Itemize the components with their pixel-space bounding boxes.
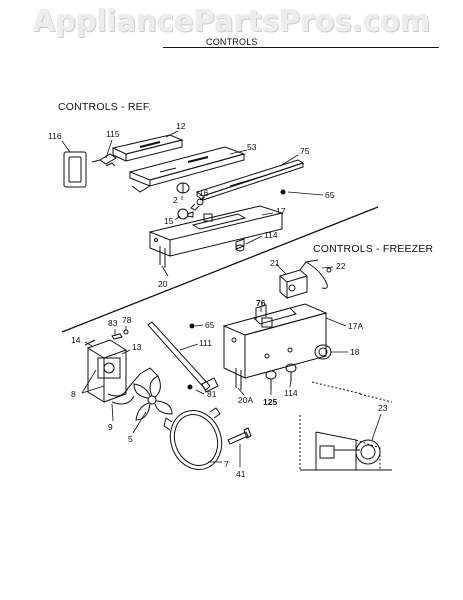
callout-18: 18 [350, 347, 360, 357]
callout-17: 17 [276, 206, 286, 216]
callout-labels: 116 115 12 53 75 65 2 16 15 17 114 20 21… [48, 121, 388, 479]
page-title: CONTROLS [206, 37, 258, 47]
part-5-fan-blade [133, 375, 173, 421]
callout-14: 14 [71, 335, 81, 345]
callout-114-freezer: 114 [284, 388, 298, 398]
part-14-motor-bracket [84, 339, 128, 403]
part-22-capillary-tube [305, 261, 332, 289]
callout-76: 76 [256, 298, 266, 308]
callout-125: 125 [263, 397, 277, 407]
callout-16: 16 [199, 188, 209, 198]
callout-9: 9 [108, 422, 113, 432]
part-75-damper-plate [195, 159, 305, 201]
part-17-control-housing [148, 205, 284, 268]
part-115-socket [91, 153, 117, 167]
header-rule [163, 47, 439, 48]
watermark-logo: AppliancePartsPros.com [32, 4, 431, 38]
part-65-screw-freezer [189, 323, 195, 329]
callout-115: 115 [106, 129, 120, 139]
section-divider-line [61, 206, 379, 333]
callout-2: 2 [173, 195, 178, 205]
callout-83: 83 [108, 318, 118, 328]
part-12-light-shield [111, 134, 184, 162]
part-116-gasket [63, 151, 87, 188]
part-81-screw [187, 384, 193, 390]
callout-20a: 20A [238, 395, 253, 405]
cabinet-inset-view [299, 381, 393, 471]
callout-53: 53 [247, 142, 257, 152]
callout-21: 21 [270, 258, 280, 268]
callout-81: 81 [207, 389, 217, 399]
part-83-clip [111, 333, 123, 340]
leader-lines [61, 130, 382, 467]
callout-22: 22 [336, 261, 346, 271]
callout-114-ref: 114 [264, 230, 278, 240]
callout-15: 15 [164, 216, 174, 226]
section-title-freezer: CONTROLS - FREEZER [313, 243, 434, 255]
part-114-knob-ref [235, 238, 245, 252]
callout-5: 5 [128, 434, 133, 444]
callout-7: 7 [224, 459, 229, 469]
part-9-mount-bracket [107, 367, 159, 405]
callout-12: 12 [176, 121, 186, 131]
callout-78: 78 [122, 315, 132, 325]
callout-13: 13 [132, 342, 142, 352]
callout-65-freezer: 65 [205, 320, 215, 330]
callout-17a: 17A [348, 321, 363, 331]
section-title-ref: CONTROLS - REF. [58, 101, 152, 113]
part-2-knob [176, 182, 190, 194]
part-15-light-bulb [177, 208, 194, 220]
callout-75: 75 [300, 146, 310, 156]
callout-23: 23 [378, 403, 388, 413]
part-125-knob [265, 370, 277, 390]
part-16-bulb [190, 198, 204, 211]
part-21-thermostat [278, 259, 319, 300]
part-111-fan-bracket [147, 321, 219, 393]
callout-111: 111 [199, 338, 212, 348]
part-41-screw [227, 427, 252, 445]
callout-116: 116 [48, 131, 62, 141]
part-65-screw-ref [280, 189, 286, 195]
part-53-housing-cover [128, 146, 246, 193]
part-76-bracket [255, 304, 267, 320]
callout-8: 8 [71, 389, 76, 399]
callout-20: 20 [158, 279, 168, 289]
part-78-grommet [123, 329, 129, 335]
callout-41: 41 [236, 469, 246, 479]
part-7-fan-shroud [163, 407, 223, 470]
callout-65-ref: 65 [325, 190, 335, 200]
